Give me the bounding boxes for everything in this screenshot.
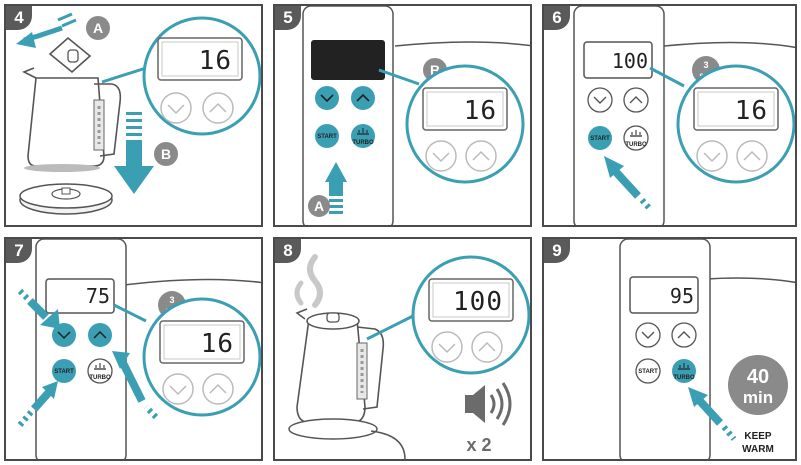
display-zoom xyxy=(411,255,530,375)
display-value: 16 xyxy=(464,96,497,126)
kettle-base xyxy=(19,183,113,215)
display-value: 95 xyxy=(670,284,694,308)
callout-a-label: A xyxy=(93,20,103,36)
turbo-button-label: TURBO xyxy=(89,375,111,381)
step-9-panel: 95 START TURBO 40 min KEEP WARM 9 xyxy=(542,237,797,461)
step-8-panel: 100 x 2 8 xyxy=(273,237,532,461)
steam-icon xyxy=(294,254,323,308)
kettle-lid xyxy=(48,36,92,74)
kettle-body xyxy=(288,308,406,459)
kettle-outline xyxy=(394,41,530,47)
display-zoom xyxy=(142,297,261,417)
display-main-value: 100 xyxy=(612,49,648,73)
display-value: 100 xyxy=(453,287,503,317)
step-9-illustration: 95 START TURBO 40 min KEEP WARM xyxy=(619,239,795,459)
timer-badge-value: 3 xyxy=(703,60,708,70)
timer-badge xyxy=(728,355,788,415)
step-6-panel: 100 START TURBO 3 sec 16 6 xyxy=(542,4,797,227)
step-number: 6 xyxy=(544,6,570,30)
callout-a-badge xyxy=(86,16,110,40)
keep-warm-line-2: WARM xyxy=(742,444,774,455)
kettle-outline xyxy=(663,41,795,49)
step-number: 5 xyxy=(275,6,301,30)
display-zoom-value: 16 xyxy=(735,96,768,126)
kettle-outline xyxy=(123,278,261,286)
keep-warm-line-1: KEEP xyxy=(744,431,772,442)
press-up-arrow xyxy=(112,351,159,420)
kettle-body xyxy=(22,67,122,172)
arrow-a xyxy=(16,12,77,48)
timer-badge-value: 3 xyxy=(169,295,174,305)
callout-a-label: A xyxy=(314,198,324,214)
step-8-illustration: 100 x 2 xyxy=(288,254,530,459)
control-panel xyxy=(302,6,394,225)
press-turbo-arrow xyxy=(688,387,737,441)
timer-unit: min xyxy=(743,388,773,407)
display-zoom xyxy=(142,16,261,136)
arrow-b xyxy=(114,112,154,194)
start-button-label: START xyxy=(54,369,74,375)
turbo-button-label: TURBO xyxy=(673,375,695,381)
step-number: 9 xyxy=(544,239,570,263)
turbo-button-label: TURBO xyxy=(352,140,374,146)
callout-b-label: B xyxy=(161,146,171,162)
step-4-illustration: A B 16 xyxy=(16,12,261,215)
step-4-panel: A B 16 4 xyxy=(4,4,263,227)
control-panel xyxy=(619,239,711,459)
beep-count: x 2 xyxy=(466,435,491,455)
callout-b-label: B xyxy=(430,62,440,78)
display-value: 16 xyxy=(199,46,232,76)
press-down-arrow xyxy=(17,288,60,329)
step-number: 4 xyxy=(6,6,32,30)
start-button-label: START xyxy=(638,369,658,375)
arrow-a-up xyxy=(325,162,347,214)
display-zoom-value: 16 xyxy=(201,329,234,359)
press-start-arrow xyxy=(17,381,58,427)
control-panel xyxy=(35,239,127,459)
zoom-pointer xyxy=(366,313,416,341)
step-number: 8 xyxy=(275,239,301,263)
step-6-illustration: 100 START TURBO 3 sec 16 xyxy=(573,6,795,225)
display-zoom xyxy=(676,64,795,184)
start-button-label: START xyxy=(590,136,610,142)
callout-b-badge xyxy=(154,142,178,166)
display-main-value: 75 xyxy=(86,284,110,308)
step-7-panel: 75 START TURBO 3 sec xyxy=(4,237,263,461)
step-5-panel: START TURBO A B 16 5 xyxy=(273,4,532,227)
display-zoom xyxy=(405,64,525,184)
start-button-label: START xyxy=(317,134,337,140)
zoom-pointer xyxy=(101,66,147,84)
zoom-pointer xyxy=(649,66,685,88)
speaker-icon xyxy=(465,382,512,426)
timer-value: 40 xyxy=(747,366,769,388)
step-number: 7 xyxy=(6,239,32,263)
step-7-illustration: 75 START TURBO 3 sec xyxy=(17,239,261,459)
press-start-arrow xyxy=(604,156,653,211)
control-panel xyxy=(573,6,665,225)
step-5-illustration: START TURBO A B 16 xyxy=(302,6,530,225)
callout-a-badge xyxy=(308,195,330,217)
zoom-pointer xyxy=(113,303,147,323)
turbo-button-label: TURBO xyxy=(625,142,647,148)
zoom-pointer xyxy=(378,68,420,86)
